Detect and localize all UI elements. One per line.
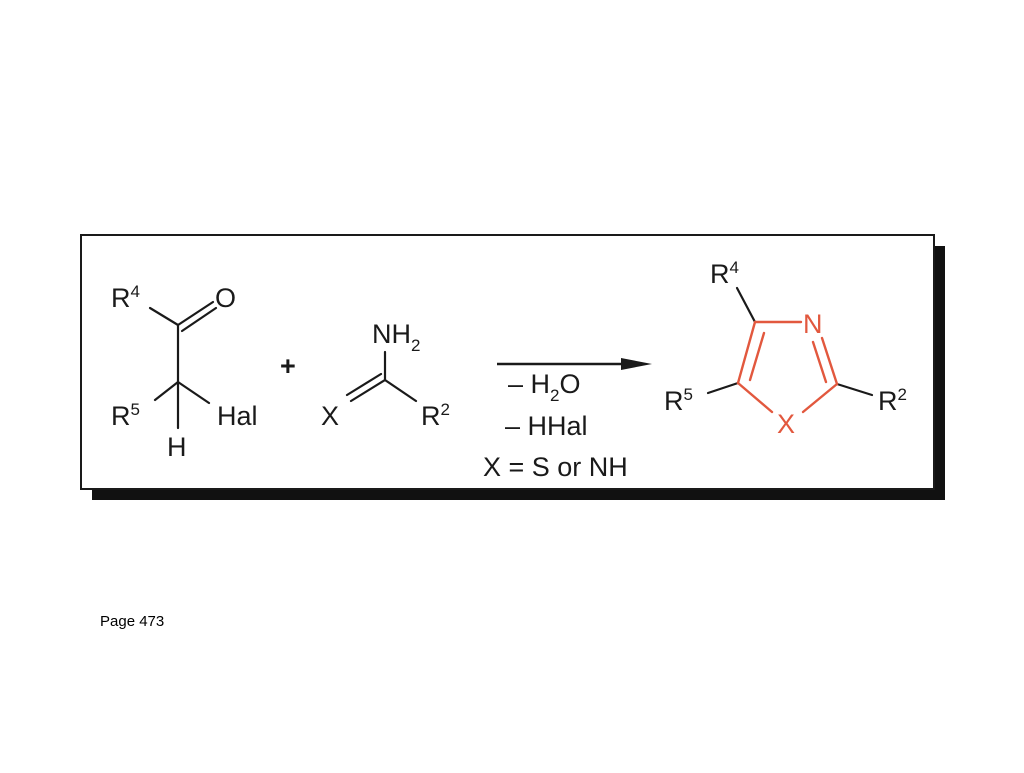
scheme-frame [80, 234, 935, 490]
ring-bond-c4-c5 [736, 320, 757, 385]
label-amine: NH2 [372, 319, 420, 355]
ring-bond-c5-x [736, 381, 774, 414]
reactant-haloketone [148, 300, 218, 430]
product-substituent-bonds [706, 286, 874, 397]
label-oxygen: O [215, 283, 236, 313]
bond-ch-hal [176, 380, 211, 405]
ring-bond-c2-x [801, 382, 839, 414]
label-r2-product: R2 [878, 385, 907, 416]
label-r5-reactant: R5 [111, 400, 140, 431]
bond-carbonyl-double-b [180, 306, 218, 333]
bond-ring-r2 [835, 382, 874, 397]
condition-x-definition: X = S or NH [483, 452, 628, 482]
bond-carbonyl-double-a [176, 300, 215, 327]
label-nitrogen-product: N [803, 309, 823, 339]
bond-c-x-double-b [345, 372, 383, 397]
bond-ch-r5 [153, 380, 180, 402]
bond-c-x-double-a [349, 378, 387, 403]
bond-r4-carbonyl [148, 306, 180, 327]
condition-hhal: – HHal [505, 411, 588, 441]
label-r4-product: R4 [710, 258, 739, 289]
bond-c-r2 [383, 378, 418, 403]
reactant-amide [345, 350, 418, 403]
page-number-label: Page 473 [100, 613, 165, 630]
label-x-reactant: X [321, 401, 339, 431]
label-x-product: X [777, 409, 795, 439]
reaction-arrow-head [621, 358, 652, 370]
label-r2-reactant: R2 [421, 400, 450, 431]
label-r4-reactant: R4 [111, 282, 140, 313]
bond-ring-r4 [735, 286, 757, 324]
plus-sign: + [280, 351, 296, 381]
bond-ring-r5 [706, 381, 740, 395]
label-halogen: Hal [217, 401, 258, 431]
product-ring [736, 320, 839, 414]
condition-water: – H2O [508, 369, 581, 405]
label-r5-product: R5 [664, 385, 693, 416]
ring-bond-n-c2 [820, 336, 839, 386]
ring-bond-c4-c5-inner [748, 331, 766, 382]
label-hydrogen: H [167, 432, 187, 462]
ring-bond-n-c2-inner [811, 340, 828, 384]
